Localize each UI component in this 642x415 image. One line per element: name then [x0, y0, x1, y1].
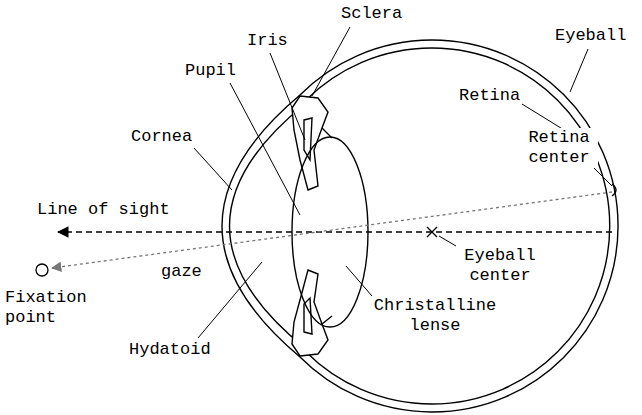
leader-line	[230, 83, 300, 215]
part-label: Fixation point	[4, 288, 98, 328]
part-label: Iris	[246, 31, 289, 51]
part-label: Christalline lense	[368, 296, 502, 336]
retina-center-notch	[612, 184, 616, 196]
part-label: Eyeball	[554, 26, 627, 46]
cornea-outer	[222, 95, 300, 357]
fixation-point-symbol	[36, 264, 48, 276]
cornea-inner	[230, 104, 306, 348]
part-label: Sclera	[340, 4, 403, 24]
leader-line	[570, 49, 588, 92]
retina-line	[306, 48, 610, 404]
leader-line	[194, 148, 232, 190]
part-label: Eyeball center	[456, 246, 544, 286]
part-label: Pupil	[184, 61, 237, 81]
leader-line	[594, 168, 612, 186]
part-label: Line of sight	[36, 200, 171, 220]
part-label: Hydatoid	[128, 340, 212, 360]
leader-line	[312, 27, 350, 96]
leader-line	[346, 266, 372, 296]
part-label: Retina	[458, 86, 521, 106]
sclera-outline	[300, 40, 618, 412]
leader-line	[270, 53, 305, 140]
part-label: gaze	[160, 262, 203, 282]
iris-upper	[292, 96, 328, 190]
zonule-lines	[322, 128, 332, 324]
line-of-sight	[58, 231, 612, 232]
leader-line	[198, 262, 262, 338]
eyeball-center-mark	[427, 227, 437, 237]
leader-line	[439, 236, 456, 246]
part-label: Cornea	[130, 127, 193, 147]
part-label: Retina center	[520, 128, 598, 168]
